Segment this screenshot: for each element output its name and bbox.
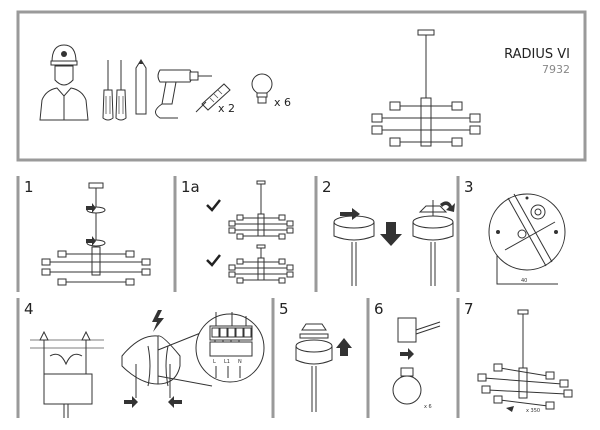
checkmark-icon (206, 254, 221, 267)
step-5-panel: 5 (271, 298, 352, 418)
step-4-panel: 4 L L1 N (16, 298, 265, 418)
step-3-number: 3 (464, 178, 474, 196)
product-code: 7932 (542, 63, 570, 76)
step-4-number: 4 (24, 300, 34, 318)
bulb-quantity: x 6 (424, 404, 432, 410)
pencil-icon (135, 59, 147, 115)
screw-anchor-icon (195, 83, 231, 113)
chandelier-overview-icon (371, 29, 481, 147)
checkmark-icon (206, 199, 221, 212)
drill-icon (155, 69, 212, 119)
tools-panel: x 2 x 6 RADIUS VI 7932 (16, 10, 587, 162)
step-6-panel: 6 x 6 (366, 298, 441, 418)
step-7-panel: 7 x 350 (456, 298, 573, 418)
terminal-label: L (213, 359, 216, 365)
up-arrow-icon (336, 338, 352, 356)
step-5-number: 5 (279, 300, 289, 318)
down-arrow-icon (380, 222, 402, 246)
step-7-number: 7 (464, 300, 474, 318)
step-1a-number: 1a (181, 178, 200, 196)
step-3-panel: 3 40 (456, 176, 566, 292)
step-2-panel: 2 (314, 176, 455, 292)
product-name: RADIUS VI (504, 47, 570, 62)
screwdriver-phillips-icon (115, 60, 127, 121)
step-1a-panel: 1a (173, 176, 294, 292)
terminal-label: N (238, 359, 242, 365)
step-2-number: 2 (322, 178, 332, 196)
step-1-number: 1 (24, 178, 34, 196)
step-3-dimension: 40 (521, 278, 527, 284)
terminal-label: L1 (224, 359, 230, 365)
installer-icon (39, 44, 89, 121)
screws-quantity: x 2 (218, 102, 235, 115)
bulb-icon (251, 73, 273, 104)
step-7-label: x 350 (526, 408, 540, 414)
step-1-panel: 1 (16, 176, 151, 292)
lightning-icon (152, 310, 164, 332)
bulbs-quantity: x 6 (274, 96, 291, 109)
step-6-number: 6 (374, 300, 384, 318)
screwdriver-icon (102, 60, 114, 121)
